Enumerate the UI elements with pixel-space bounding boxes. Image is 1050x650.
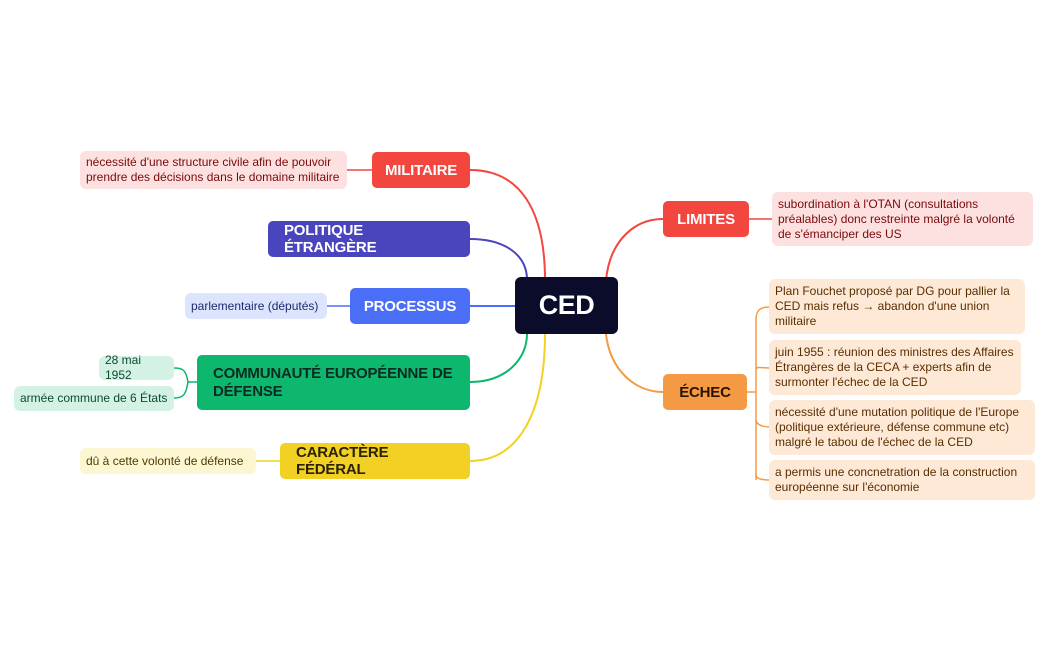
link-echec: [605, 333, 664, 393]
branch-limites[interactable]: LIMITES: [663, 201, 749, 237]
branch-communaute[interactable]: COMMUNAUTÉ EUROPÉENNE DE DÉFENSE: [197, 355, 470, 410]
link-politique: [469, 238, 528, 281]
link-communaute: [469, 333, 528, 383]
branch-politique-etrangere[interactable]: POLITIQUE ÉTRANGÈRE: [268, 221, 470, 257]
branch-caractere-federal[interactable]: CARACTÈRE FÉDÉRAL: [280, 443, 470, 479]
leaf-echec-mutation[interactable]: nécessité d'une mutation politique de l'…: [769, 400, 1035, 455]
leaf-echec-reunion[interactable]: juin 1955 : réunion des ministres des Af…: [769, 340, 1021, 395]
link-echec-leaves: [747, 306, 771, 481]
leaf-communaute-armee[interactable]: armée commune de 6 États: [14, 386, 174, 411]
branch-militaire[interactable]: MILITAIRE: [372, 152, 470, 188]
link-communaute-leaf2: [173, 381, 189, 399]
branch-processus[interactable]: PROCESSUS: [350, 288, 470, 324]
leaf-processus[interactable]: parlementaire (députés): [185, 293, 327, 319]
link-caractere: [469, 333, 546, 462]
link-communaute-leaf1: [173, 367, 197, 383]
leaf-communaute-date[interactable]: 28 mai 1952: [99, 353, 174, 382]
central-topic[interactable]: CED: [515, 277, 618, 334]
leaf-caractere[interactable]: dû à cette volonté de défense: [80, 448, 256, 474]
leaf-echec-fouchet[interactable]: Plan Fouchet proposé par DG pour pallier…: [769, 279, 1025, 334]
branch-echec[interactable]: ÉCHEC: [663, 374, 747, 410]
link-limites: [605, 218, 664, 281]
leaf-militaire[interactable]: nécessité d'une structure civile afin de…: [80, 151, 347, 189]
leaf-limites[interactable]: subordination à l'OTAN (consultations pr…: [772, 192, 1033, 246]
link-militaire: [469, 169, 546, 281]
leaf-echec-economie[interactable]: a permis une concnetration de la constru…: [769, 460, 1035, 500]
